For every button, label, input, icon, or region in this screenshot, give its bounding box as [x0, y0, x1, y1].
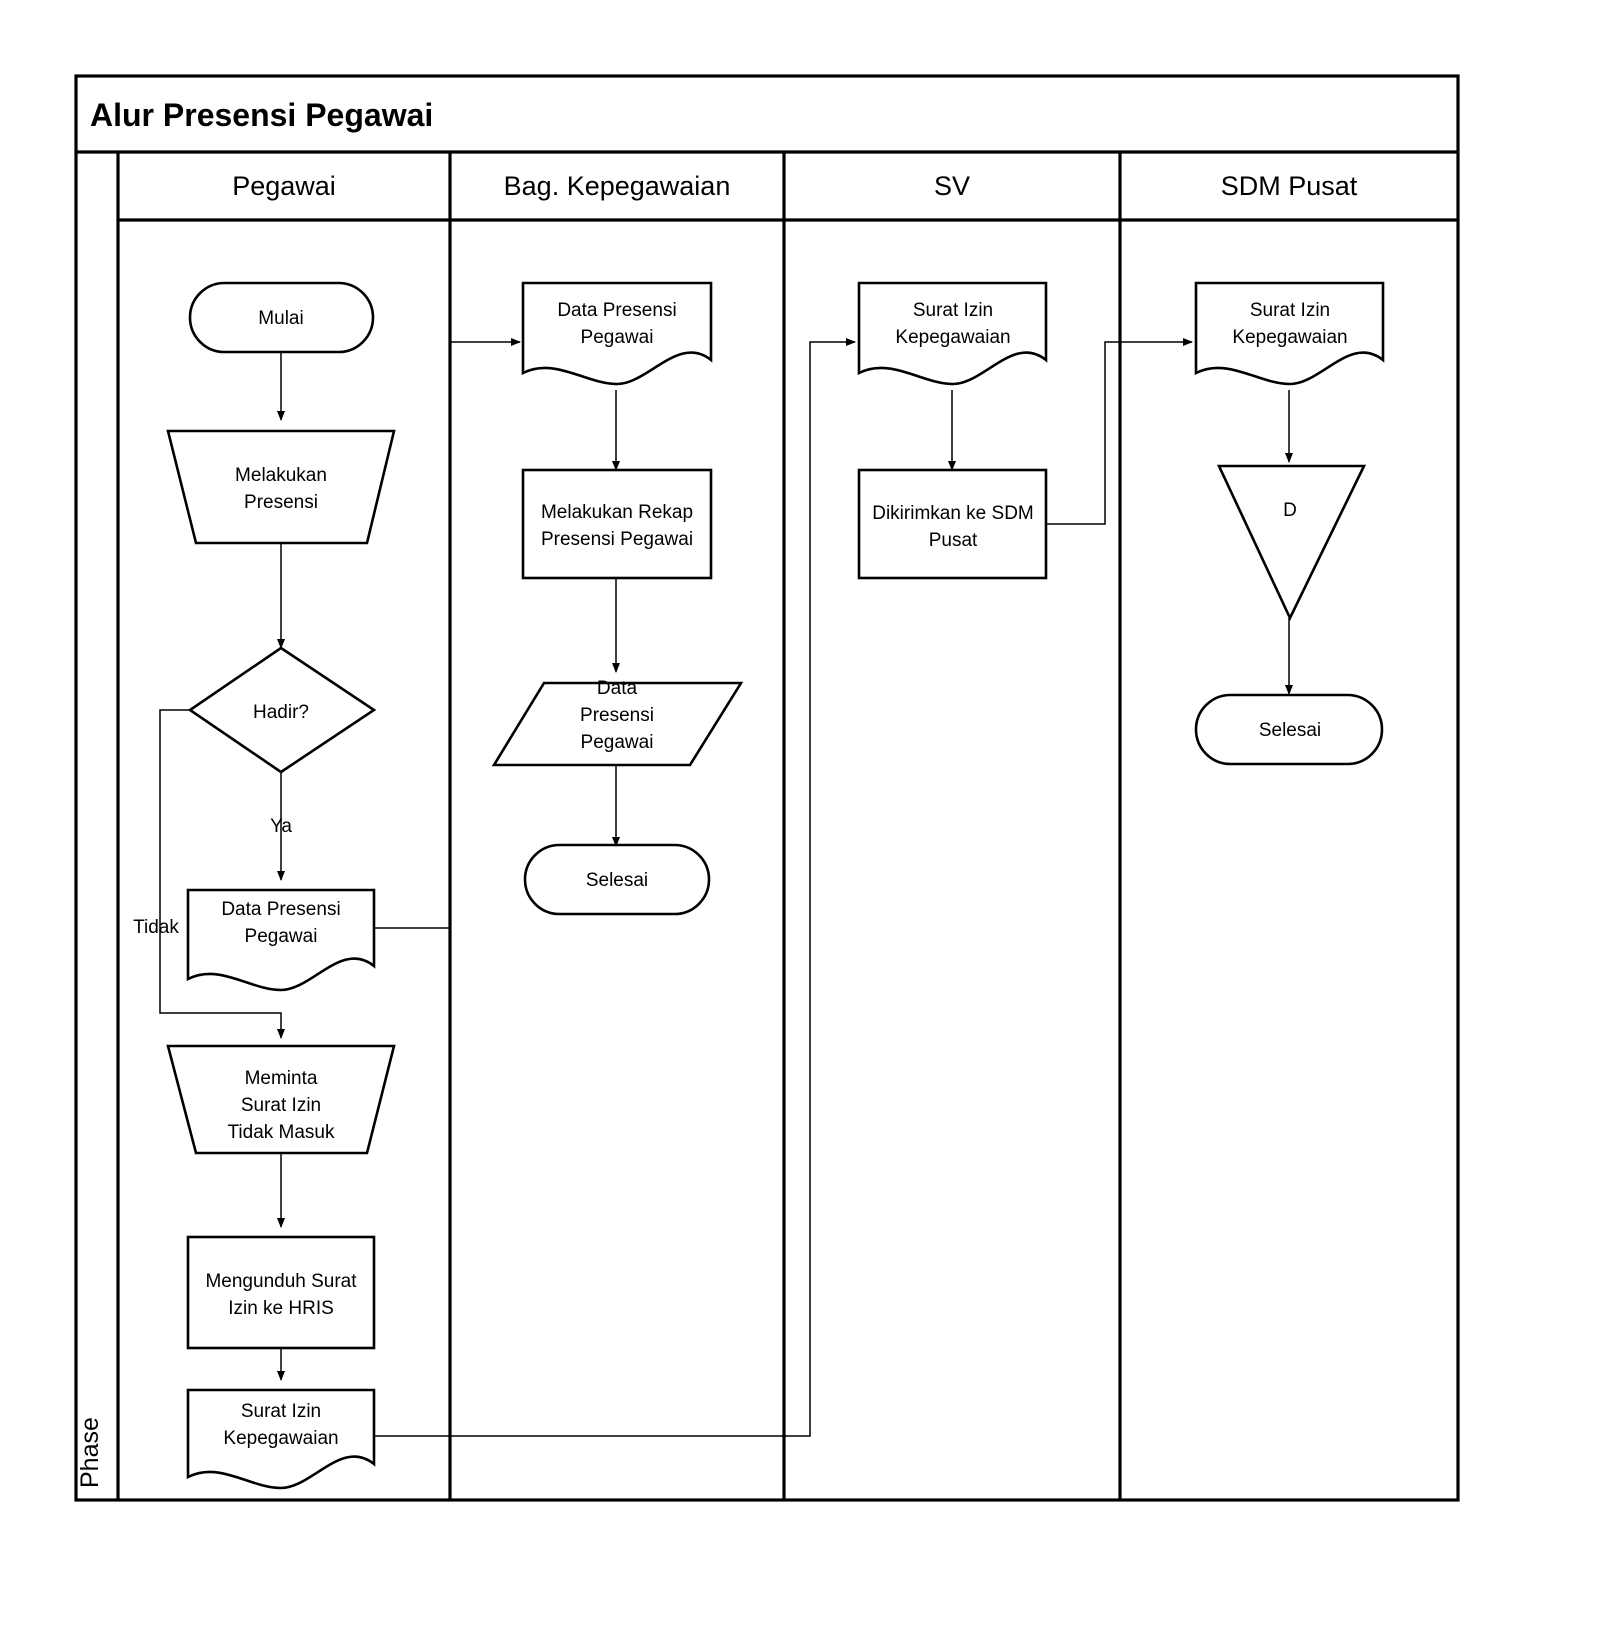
lane-header-sdm-pusat: SDM Pusat — [1221, 171, 1358, 201]
connectors — [159, 338, 1293, 1437]
node-d-triangle-label: D — [1283, 500, 1297, 521]
lane-title-bag-kepegawaian: Bag. Kepegawaian — [504, 171, 731, 201]
node-surat-izin-sdm-label-2: Kepegawaian — [1232, 327, 1347, 348]
edge-label-ya: Ya — [270, 816, 292, 837]
node-melakukan-rekap-label-2: Presensi Pegawai — [541, 529, 693, 550]
connector-kirim-to-sdm — [1046, 338, 1193, 525]
node-surat-izin-sdm-label-1: Surat Izin — [1250, 300, 1330, 321]
node-melakukan-presensi-label-1: Melakukan — [235, 465, 327, 486]
node-data-presensi-pegawai-label-2: Pegawai — [245, 926, 318, 947]
node-meminta-surat-izin-label-1: Meminta — [245, 1068, 318, 1089]
node-hadir-decision[interactable]: Hadir? — [187, 646, 377, 774]
node-meminta-surat-izin-label-2: Surat Izin — [241, 1095, 321, 1116]
node-data-presensi-output-label-2: Presensi — [580, 705, 654, 726]
node-surat-izin-kepegawaian-pegawai-label-1: Surat Izin — [241, 1401, 321, 1422]
lane-title-sdm-pusat: SDM Pusat — [1221, 171, 1358, 201]
connector-suratizin-to-sv — [374, 338, 856, 1437]
lane-header-pegawai: Pegawai — [232, 171, 336, 201]
node-selesai-sdm[interactable]: Selesai — [1194, 693, 1384, 766]
node-dikirimkan-sdm-pusat-label-2: Pusat — [929, 530, 978, 551]
edge-label-tidak: Tidak — [133, 917, 179, 938]
connector-datapresensi-to-bagkepegawaian — [374, 338, 521, 929]
node-data-presensi-bagkepegawaian-label-2: Pegawai — [581, 327, 654, 348]
node-surat-izin-sdm[interactable]: Surat Izin Kepegawaian — [1194, 281, 1385, 386]
page-title: Alur Presensi Pegawai — [90, 97, 433, 133]
lane-title-pegawai: Pegawai — [232, 171, 336, 201]
node-dikirimkan-sdm-pusat-label-1: Dikirimkan ke SDM — [872, 503, 1034, 524]
node-melakukan-rekap-label-1: Melakukan Rekap — [541, 502, 693, 523]
node-hadir-label: Hadir? — [253, 702, 309, 723]
node-data-presensi-pegawai-label-1: Data Presensi — [221, 899, 340, 920]
node-data-presensi-bagkepegawaian-label-1: Data Presensi — [557, 300, 676, 321]
lane-title-sv: SV — [934, 171, 970, 201]
lane-header-bag-kepegawaian: Bag. Kepegawaian — [504, 171, 731, 201]
node-data-presensi-output[interactable]: Data Presensi Pegawai — [491, 678, 744, 767]
node-melakukan-presensi-label-2: Presensi — [244, 492, 318, 513]
node-selesai-sdm-label: Selesai — [1259, 720, 1321, 741]
node-dikirimkan-sdm-pusat[interactable]: Dikirimkan ke SDM Pusat — [857, 468, 1048, 580]
node-surat-izin-sv[interactable]: Surat Izin Kepegawaian — [857, 281, 1048, 386]
diagram-frame — [74, 74, 1460, 1502]
phase-label: Phase — [76, 1417, 104, 1488]
node-surat-izin-sv-label-2: Kepegawaian — [895, 327, 1010, 348]
node-surat-izin-kepegawaian-pegawai[interactable]: Surat Izin Kepegawaian — [186, 1388, 376, 1490]
connector-hadir-tidak — [159, 709, 285, 1039]
node-surat-izin-kepegawaian-pegawai-label-2: Kepegawaian — [223, 1428, 338, 1449]
node-data-presensi-output-label-3: Pegawai — [581, 732, 654, 753]
node-meminta-surat-izin-label-3: Tidak Masuk — [228, 1122, 335, 1143]
node-selesai-bagkepegawaian-label: Selesai — [586, 870, 648, 891]
node-melakukan-presensi[interactable]: Melakukan Presensi — [166, 429, 396, 545]
node-mengunduh-surat-izin-label-2: Izin ke HRIS — [228, 1298, 334, 1319]
node-data-presensi-pegawai[interactable]: Data Presensi Pegawai — [186, 888, 376, 992]
node-data-presensi-output-label-1: Data — [597, 678, 638, 699]
node-d-triangle[interactable]: D — [1216, 464, 1367, 622]
node-melakukan-rekap[interactable]: Melakukan Rekap Presensi Pegawai — [521, 468, 713, 580]
lane-header-sv: SV — [934, 171, 970, 201]
node-mengunduh-surat-izin[interactable]: Mengunduh Surat Izin ke HRIS — [186, 1235, 376, 1350]
node-selesai-bagkepegawaian[interactable]: Selesai — [523, 843, 711, 916]
node-mulai-label: Mulai — [258, 308, 303, 329]
node-data-presensi-bagkepegawaian[interactable]: Data Presensi Pegawai — [521, 281, 713, 386]
node-meminta-surat-izin[interactable]: Meminta Surat Izin Tidak Masuk — [166, 1044, 396, 1155]
node-mulai[interactable]: Mulai — [188, 281, 375, 354]
node-mengunduh-surat-izin-label-1: Mengunduh Surat — [205, 1271, 357, 1292]
node-surat-izin-sv-label-1: Surat Izin — [913, 300, 993, 321]
